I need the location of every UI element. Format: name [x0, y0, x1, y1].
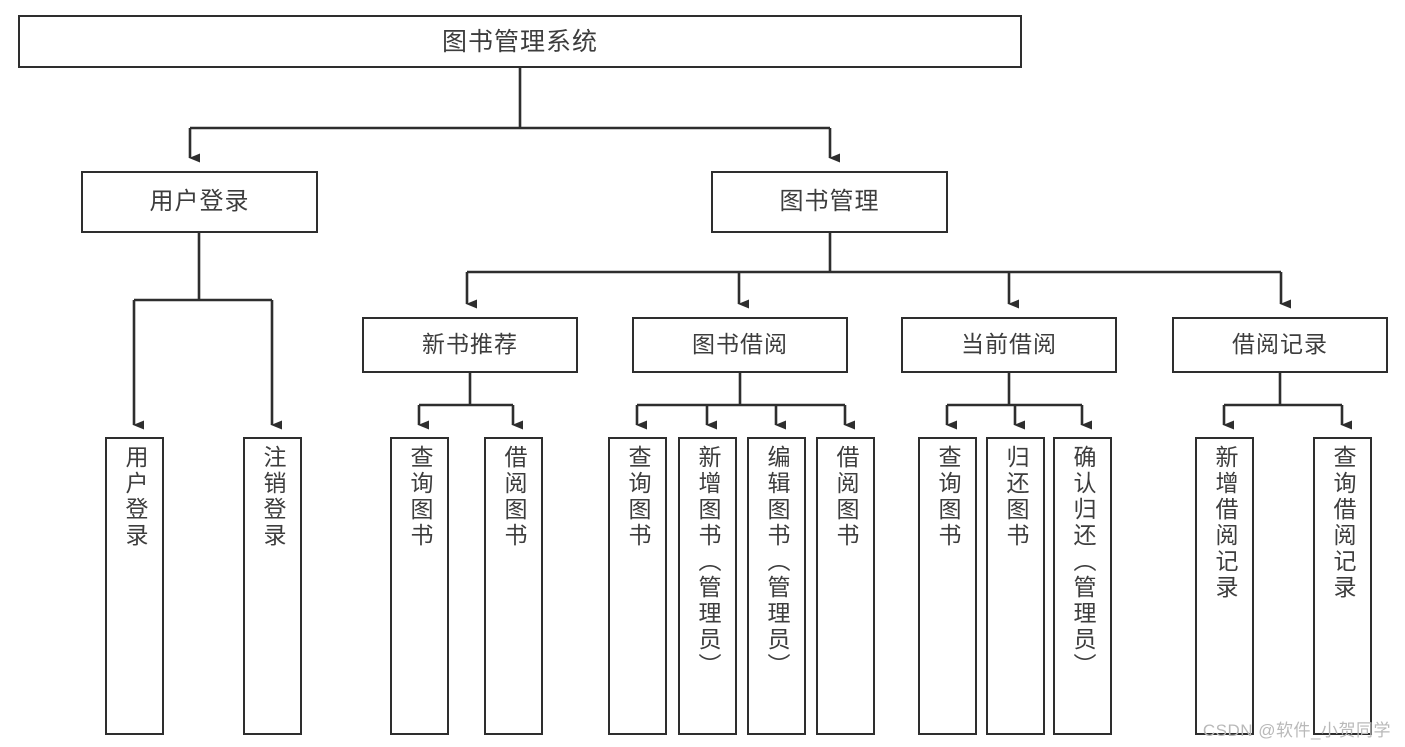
- node-book-borrow[interactable]: 图书借阅: [632, 317, 848, 373]
- node-leaf-return-book[interactable]: 归还图书: [986, 437, 1045, 735]
- node-label: 查询借阅记录: [1330, 445, 1356, 601]
- node-leaf-edit-book-admin[interactable]: 编辑图书（管理员）: [747, 437, 806, 735]
- node-label: 确认归还（管理员）: [1070, 445, 1096, 679]
- node-label: 图书管理系统: [441, 27, 598, 56]
- node-leaf-query-borrow-record[interactable]: 查询借阅记录: [1313, 437, 1372, 735]
- node-new-book-recommend[interactable]: 新书推荐: [362, 317, 578, 373]
- node-current-borrow[interactable]: 当前借阅: [901, 317, 1117, 373]
- node-leaf-logout-login[interactable]: 注销登录: [243, 437, 302, 735]
- node-label: 编辑图书（管理员）: [764, 445, 790, 679]
- node-leaf-query-book-current[interactable]: 查询图书: [918, 437, 977, 735]
- node-leaf-confirm-return-admin[interactable]: 确认归还（管理员）: [1053, 437, 1112, 735]
- csdn-watermark: CSDN @软件_小贺同学: [1202, 721, 1391, 740]
- node-label: 注销登录: [260, 445, 286, 549]
- node-label: 借阅记录: [1232, 331, 1328, 358]
- node-label: 图书借阅: [692, 331, 788, 358]
- node-label: 新增图书（管理员）: [695, 445, 721, 679]
- node-borrow-record[interactable]: 借阅记录: [1172, 317, 1388, 373]
- node-leaf-user-login[interactable]: 用户登录: [105, 437, 164, 735]
- node-label: 图书管理: [779, 187, 880, 215]
- node-leaf-query-book-borrow[interactable]: 查询图书: [608, 437, 667, 735]
- node-book-management[interactable]: 图书管理: [711, 171, 948, 233]
- node-label: 归还图书: [1003, 445, 1029, 549]
- node-label: 查询图书: [935, 445, 961, 549]
- node-leaf-borrow-book-recommend[interactable]: 借阅图书: [484, 437, 543, 735]
- node-leaf-query-book-recommend[interactable]: 查询图书: [390, 437, 449, 735]
- node-label: 当前借阅: [961, 331, 1057, 358]
- node-leaf-add-book-admin[interactable]: 新增图书（管理员）: [678, 437, 737, 735]
- node-label: 新书推荐: [422, 331, 518, 358]
- node-label: 借阅图书: [501, 445, 527, 549]
- node-label: 用户登录: [122, 445, 148, 549]
- node-label: 查询图书: [407, 445, 433, 549]
- node-user-login[interactable]: 用户登录: [81, 171, 318, 233]
- node-label: 用户登录: [149, 187, 250, 215]
- node-leaf-add-borrow-record[interactable]: 新增借阅记录: [1195, 437, 1254, 735]
- node-label: 新增借阅记录: [1212, 445, 1238, 601]
- node-leaf-borrow-book[interactable]: 借阅图书: [816, 437, 875, 735]
- node-root-book-management-system[interactable]: 图书管理系统: [18, 15, 1022, 68]
- node-label: 借阅图书: [833, 445, 859, 549]
- node-label: 查询图书: [625, 445, 651, 549]
